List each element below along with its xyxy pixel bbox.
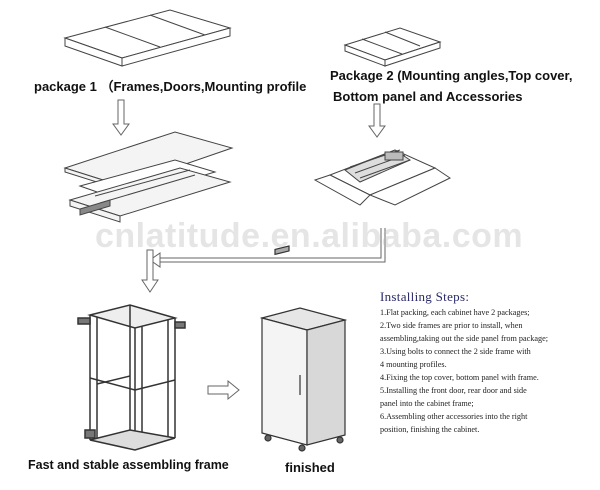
connector-arrow: [141, 228, 386, 293]
step-line: 6.Assembling other accessories into the …: [380, 412, 528, 421]
frames-exploded-illustration: [63, 131, 234, 223]
package2-label-line1: Package 2 (Mounting angles,Top cover,: [330, 68, 573, 83]
step-line: 4.Fixing the top cover, bottom panel wit…: [380, 373, 539, 382]
package2-label-line2: Bottom panel and Accessories: [333, 89, 523, 104]
step-line: position, finishing the cabinet.: [380, 425, 480, 434]
package2-box-illustration: [343, 27, 442, 67]
watermark-text: cnlatitude.en.alibaba.com: [95, 217, 524, 255]
installing-steps-list: 1.Flat packing, each cabinet have 2 pack…: [380, 306, 595, 436]
package1-box-illustration: [63, 9, 232, 67]
assembled-frame-illustration: [77, 304, 186, 451]
step-line: 5.Installing the front door, rear door a…: [380, 386, 527, 395]
assembling-frame-label: Fast and stable assembling frame: [28, 458, 229, 472]
finished-cabinet-illustration: [259, 245, 348, 452]
step-line: 1.Flat packing, each cabinet have 2 pack…: [380, 308, 530, 317]
finished-label: finished: [285, 460, 335, 475]
step-line: panel into the cabinet frame;: [380, 399, 474, 408]
step-line: 2.Two side frames are prior to install, …: [380, 321, 523, 330]
arrow-down-icon: [112, 99, 130, 136]
step-line: 3.Using bolts to connect the 2 side fram…: [380, 347, 531, 356]
step-line: assembling,taking out the side panel fro…: [380, 334, 549, 343]
package1-label: package 1 （Frames,Doors,Mounting profile: [34, 79, 307, 94]
arrow-down-icon: [368, 103, 386, 138]
arrow-right-icon: [207, 379, 240, 401]
installing-steps-title: Installing Steps:: [380, 289, 470, 304]
step-line: 4 mounting profiles.: [380, 360, 447, 369]
accessories-box-illustration: [313, 149, 452, 206]
